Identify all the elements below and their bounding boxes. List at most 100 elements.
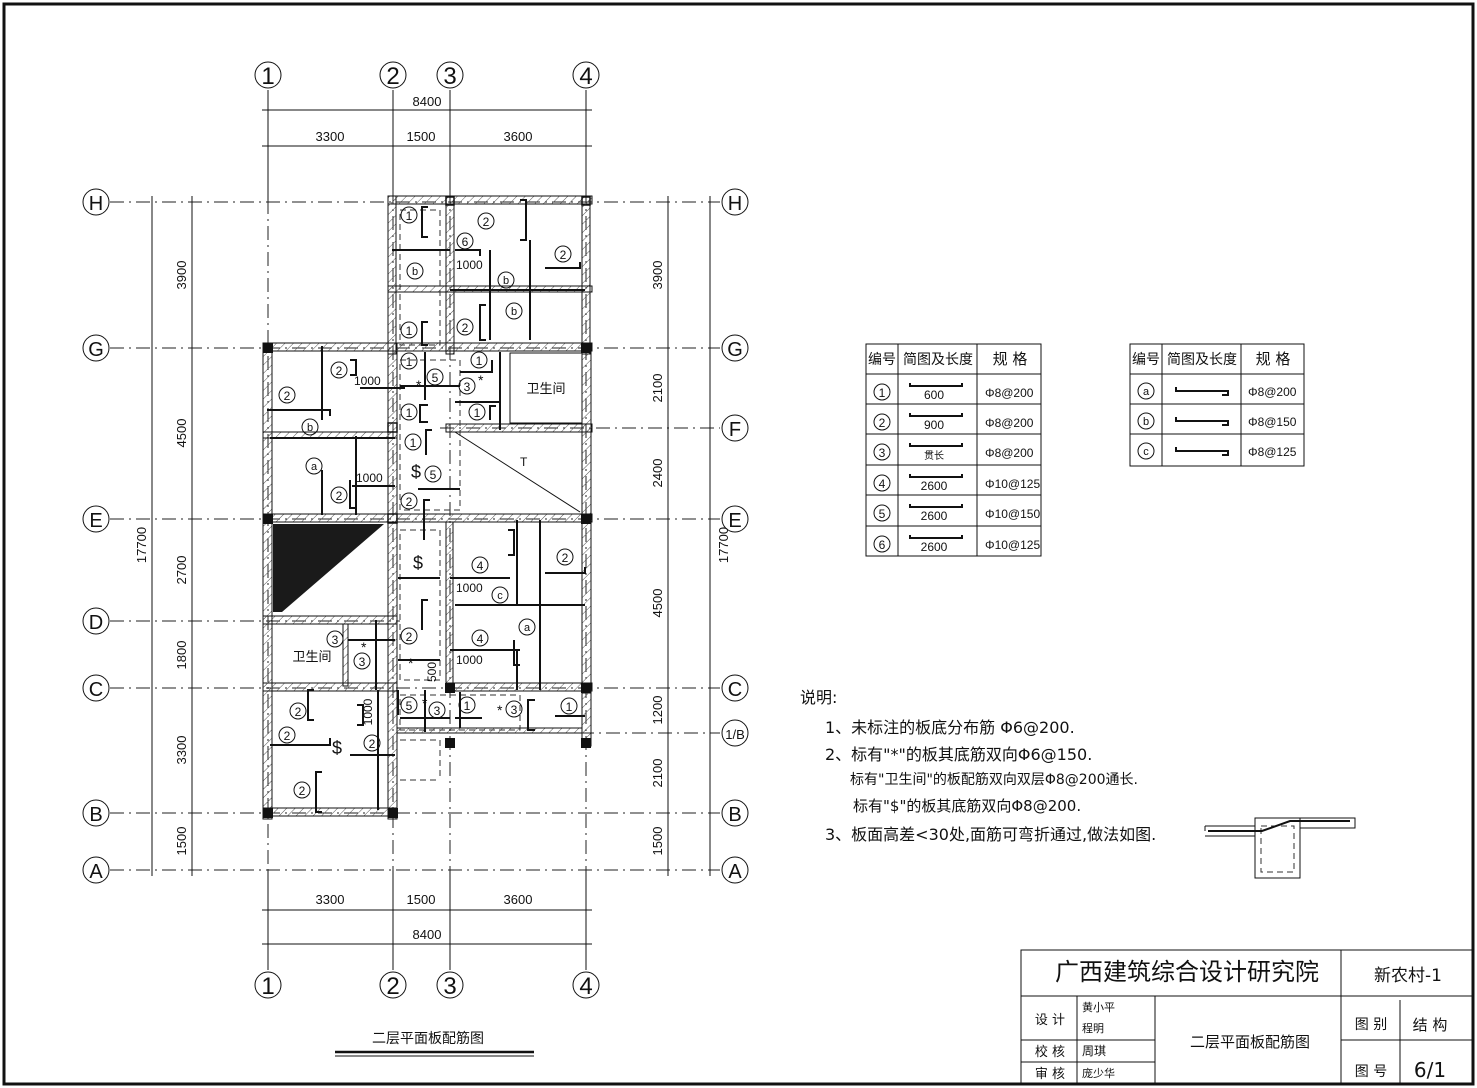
project-name: 新农村-1 <box>1374 966 1442 986</box>
svg-text:*: * <box>416 377 422 393</box>
axis-A-right: A <box>728 861 742 883</box>
drawing-title: 二层平面板配筋图 <box>372 1030 484 1047</box>
len-1000-f: 1000 <box>361 698 375 725</box>
dim-bottom-2: 1500 <box>407 892 436 907</box>
rebar-table-2: 编号 简图及长度 规 格 a Φ8@200 b Φ8@150 c Φ8@125 <box>1129 343 1305 467</box>
svg-text:编号: 编号 <box>868 352 896 368</box>
svg-text:结 构: 结 构 <box>1413 1016 1448 1034</box>
svg-text:规 格: 规 格 <box>1256 350 1291 368</box>
axis-2-bottom: 2 <box>386 973 399 1000</box>
axis-1-bottom: 1 <box>261 973 274 1000</box>
slab-step-detail <box>1204 817 1356 879</box>
note-3: 3、板面高差<30处,面筋可弯折通过,做法如图. <box>825 825 1156 844</box>
svg-text:2: 2 <box>284 729 291 743</box>
svg-text:2: 2 <box>299 784 306 798</box>
dim-left-3: 2700 <box>174 556 189 585</box>
void-diagonal <box>454 431 581 513</box>
dim-bottom-3: 3600 <box>504 892 533 907</box>
svg-text:2600: 2600 <box>921 479 948 493</box>
svg-text:周琪: 周琪 <box>1082 1044 1106 1058</box>
svg-text:程明: 程明 <box>1082 1022 1104 1035</box>
axis-A-left: A <box>89 861 103 883</box>
svg-text:5: 5 <box>432 371 439 385</box>
axis-4-top: 4 <box>579 63 592 90</box>
svg-text:*: * <box>478 372 484 388</box>
svg-text:600: 600 <box>924 388 944 402</box>
svg-text:b: b <box>511 306 517 318</box>
svg-text:2: 2 <box>560 248 567 262</box>
svg-text:贯长: 贯长 <box>924 450 944 462</box>
bath-box-upper <box>509 352 583 424</box>
plan-annotations: 1000 1000 1000 1000 1000 1000 500 * * * … <box>332 258 503 758</box>
institute-name: 广西建筑综合设计研究院 <box>1055 958 1319 986</box>
svg-text:b: b <box>307 422 313 434</box>
dimensions-top: 8400 3300 1500 3600 <box>262 90 592 200</box>
svg-text:3: 3 <box>511 703 518 717</box>
svg-text:$: $ <box>411 462 421 482</box>
svg-text:2: 2 <box>336 489 343 503</box>
svg-text:3: 3 <box>464 380 471 394</box>
svg-text:Φ8@200: Φ8@200 <box>985 416 1034 430</box>
svg-text:图 别: 图 别 <box>1355 1017 1387 1033</box>
notes-heading: 说明: <box>800 688 837 707</box>
svg-text:Φ8@200: Φ8@200 <box>985 386 1034 400</box>
svg-text:a: a <box>311 461 318 473</box>
svg-text:Φ8@125: Φ8@125 <box>1248 445 1297 459</box>
svg-text:2: 2 <box>562 551 569 565</box>
svg-text:900: 900 <box>924 418 944 432</box>
dim-bottom-1: 3300 <box>316 892 345 907</box>
notes: 说明: 1、未标注的板底分布筋 Φ6@200. 2、标有"*"的板其底筋双向Φ6… <box>800 688 1156 844</box>
svg-text:Φ10@125: Φ10@125 <box>985 538 1040 552</box>
svg-text:Φ10@150: Φ10@150 <box>985 507 1040 521</box>
axis-2-top: 2 <box>386 63 399 90</box>
svg-text:b: b <box>503 275 509 287</box>
svg-text:3: 3 <box>879 446 886 460</box>
rebar-lines <box>267 199 586 813</box>
dim-left-6: 1500 <box>174 827 189 856</box>
note-2: 2、标有"*"的板其底筋双向Φ6@150. <box>825 745 1092 764</box>
svg-text:6: 6 <box>462 235 469 249</box>
axis-H-right: H <box>728 193 742 215</box>
axis-bubbles-top: 1 2 3 4 <box>254 61 600 90</box>
svg-text:c: c <box>1143 446 1149 458</box>
title-block: 广西建筑综合设计研究院 新农村-1 设 计 黄小平 程明 校 核 周琪 审 核 … <box>1020 949 1474 1085</box>
dim-left-5: 3300 <box>174 736 189 765</box>
dim-left-1: 3900 <box>174 261 189 290</box>
svg-text:2: 2 <box>284 389 291 403</box>
bath-label-lower: 卫生间 <box>292 650 331 665</box>
dim-left-4: 1800 <box>174 641 189 670</box>
axis-E-left: E <box>89 510 102 532</box>
svg-text:2: 2 <box>406 495 413 509</box>
svg-text:3: 3 <box>359 655 366 669</box>
svg-text:3: 3 <box>434 704 441 718</box>
axis-bubbles-right: H G F E C 1/B B A <box>721 188 749 884</box>
dim-bottom-total: 8400 <box>413 927 442 942</box>
svg-text:审 核: 审 核 <box>1035 1067 1065 1082</box>
slab-dashes <box>399 209 521 781</box>
svg-text:Φ8@150: Φ8@150 <box>1248 415 1297 429</box>
svg-text:简图及长度: 简图及长度 <box>1167 351 1237 368</box>
svg-text:5: 5 <box>879 507 886 521</box>
bath-label-upper: 卫生间 <box>526 382 565 397</box>
svg-text:*: * <box>361 639 367 655</box>
axis-bubbles-bottom: 1 2 3 4 <box>254 971 600 1000</box>
svg-text:2: 2 <box>406 630 413 644</box>
svg-text:4: 4 <box>879 477 886 491</box>
svg-text:1: 1 <box>464 699 471 713</box>
axis-3-top: 3 <box>443 63 456 90</box>
svg-text:*: * <box>422 695 428 711</box>
axis-E-right: E <box>728 510 741 532</box>
svg-text:5: 5 <box>406 699 413 713</box>
svg-text:a: a <box>524 622 531 634</box>
dim-right-5: 1200 <box>650 696 665 725</box>
svg-text:1: 1 <box>406 406 413 420</box>
note-1: 1、未标注的板底分布筋 Φ6@200. <box>825 718 1075 737</box>
columns <box>263 196 591 818</box>
axis-G-left: G <box>88 339 104 361</box>
axis-C-right: C <box>728 679 742 701</box>
dim-top-3: 3600 <box>504 129 533 144</box>
dim-right-1: 3900 <box>650 261 665 290</box>
rebar-table-1: 编号 简图及长度 规 格 1 600 Φ8@200 2 900 Φ8@200 3… <box>865 343 1042 557</box>
